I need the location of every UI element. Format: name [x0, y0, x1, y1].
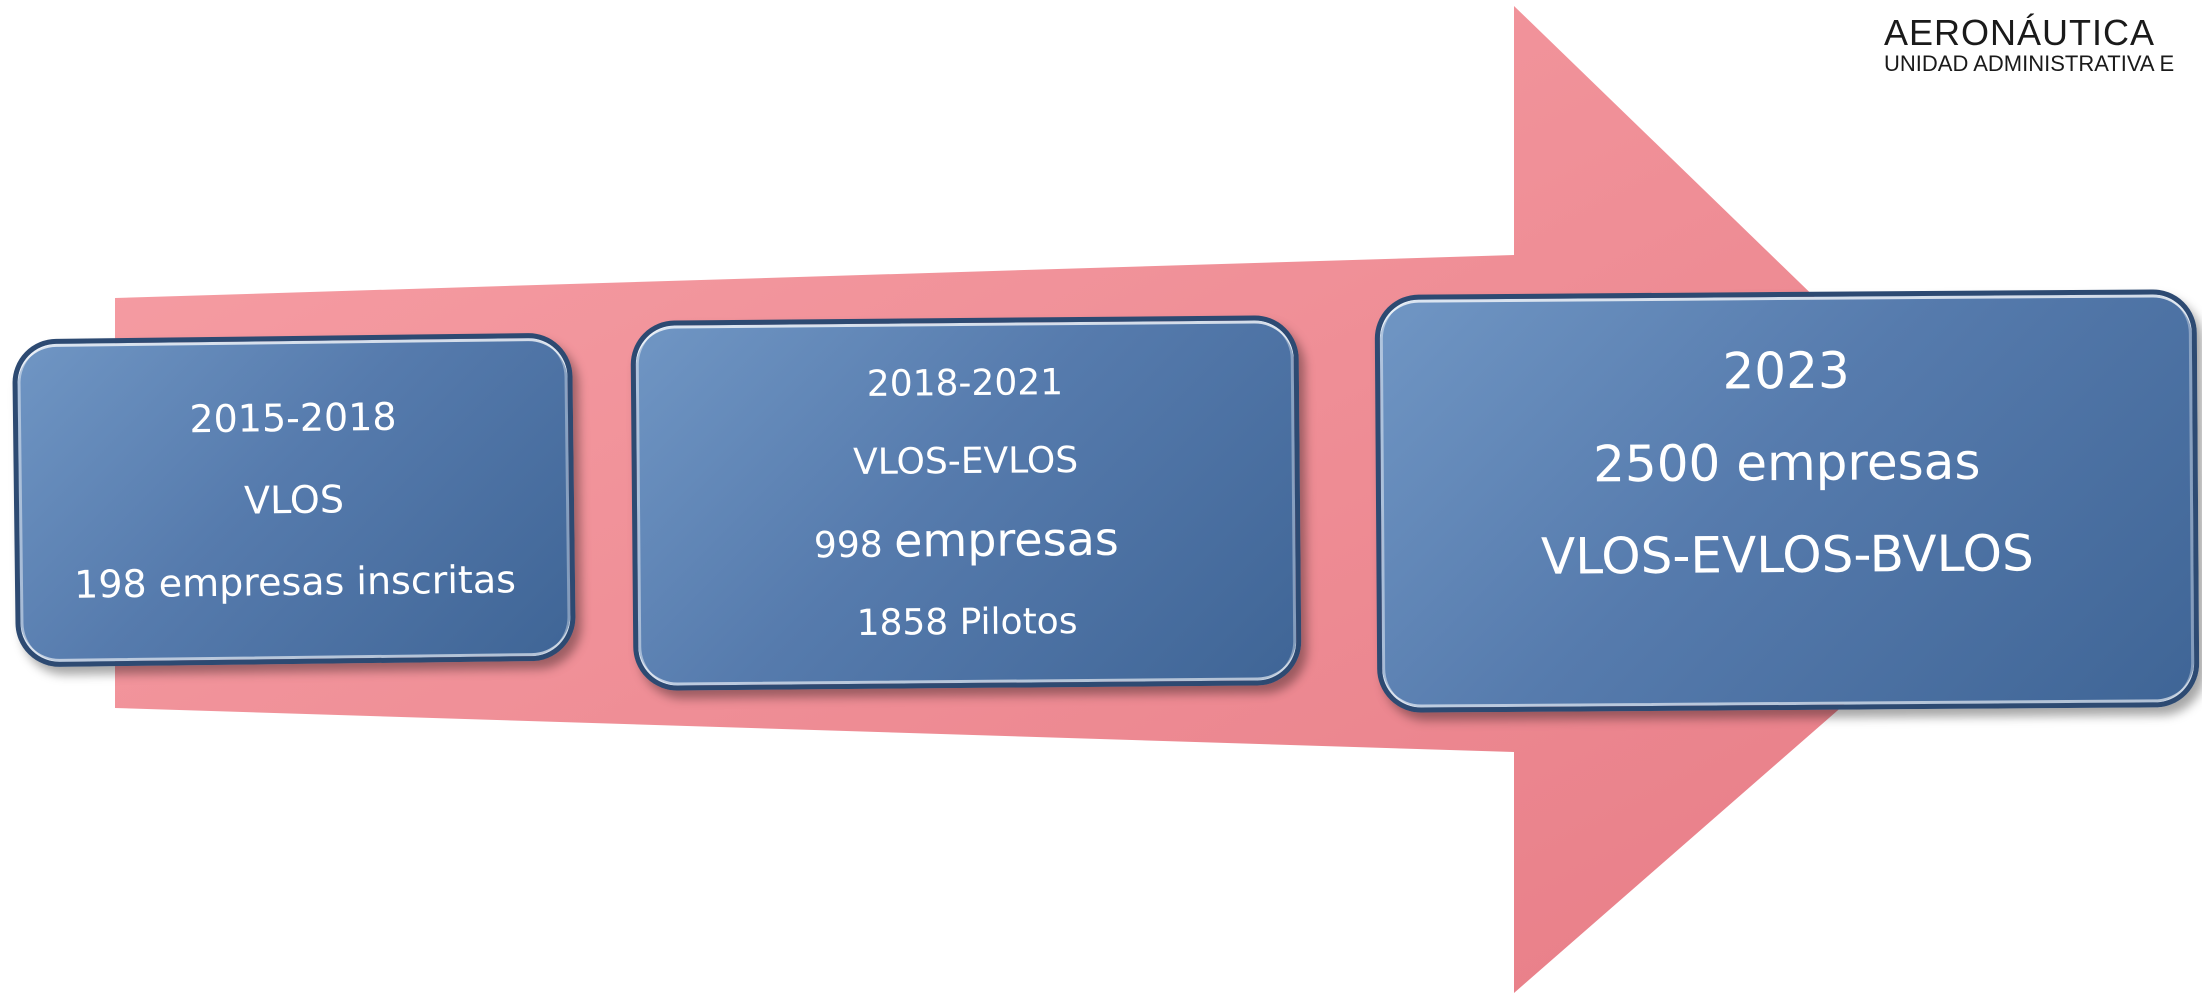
stage-companies: 998 empresas: [814, 499, 1120, 585]
stage-companies: 2500 empresas: [1592, 432, 1981, 494]
stage-companies-number: 998: [813, 524, 883, 566]
stage-period: 2018-2021: [866, 361, 1064, 405]
stage-box-2018-2021: 2018-2021 VLOS-EVLOS 998 empresas 1858 P…: [630, 315, 1302, 691]
stage-period: 2015-2018: [189, 394, 397, 442]
stage-period: 2023: [1722, 341, 1850, 401]
stage-companies: 198 empresas inscritas: [73, 557, 517, 607]
stage-mode: VLOS-EVLOS: [852, 439, 1079, 483]
stage-mode: VLOS-EVLOS-BVLOS: [1540, 524, 2034, 586]
stage-companies-word: empresas: [893, 511, 1119, 568]
stage-box-2015-2018: 2015-2018 VLOS 198 empresas inscritas: [12, 332, 576, 668]
logo: AERONÁUTICA UNIDAD ADMINISTRATIVA E: [1884, 14, 2174, 76]
logo-subtitle: UNIDAD ADMINISTRATIVA E: [1884, 51, 2175, 76]
stage-box-2023: 2023 2500 empresas VLOS-EVLOS-BVLOS: [1374, 289, 2200, 713]
logo-title: AERONÁUTICA: [1884, 12, 2156, 53]
stage-mode: VLOS: [243, 477, 345, 523]
stage-pilots: 1858 Pilotos: [856, 600, 1078, 644]
